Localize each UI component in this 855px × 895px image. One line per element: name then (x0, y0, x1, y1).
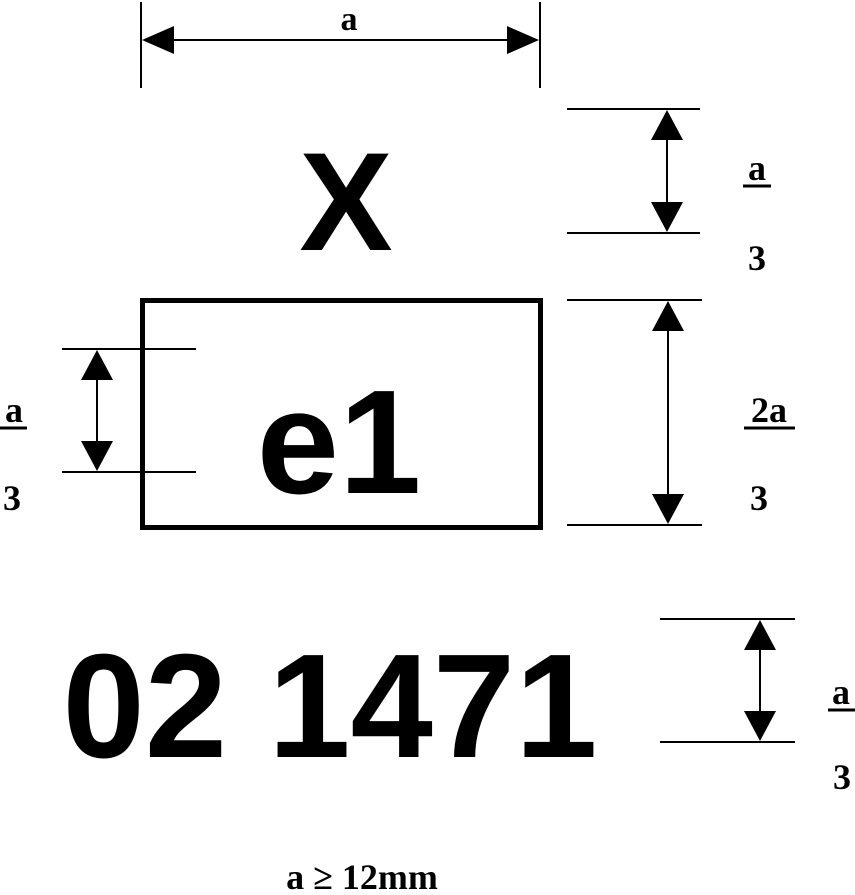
size-footnote: a ≥ 12mm (286, 857, 438, 895)
arrowhead-right (507, 26, 539, 54)
arrowhead-down (652, 494, 684, 524)
box-height-denominator: 3 (750, 478, 768, 518)
box-height-numerator: 2a (751, 390, 787, 430)
width-label: a (341, 1, 358, 38)
box-height-dimension: 2a 3 (567, 299, 795, 526)
arrowhead-down (744, 711, 776, 741)
arrowhead-up (651, 110, 683, 140)
arrowhead-down (81, 441, 113, 471)
mark-height-dimension: a 3 (0, 348, 196, 518)
letter-height-dimension: a 3 (567, 108, 771, 278)
arrowhead-down (651, 202, 683, 232)
number-height-denominator: 3 (833, 757, 851, 797)
marking-letter: X (299, 123, 392, 280)
arrowhead-up (81, 350, 113, 380)
arrowhead-up (652, 301, 684, 331)
width-dimension: a (140, 1, 541, 88)
approval-box (140, 298, 543, 530)
arrowhead-up (744, 620, 776, 650)
letter-height-denominator: 3 (748, 238, 766, 278)
letter-height-numerator: a (748, 148, 766, 188)
mark-height-numerator: a (5, 390, 23, 430)
number-height-dimension: a 3 (660, 618, 855, 797)
mark-height-denominator: 3 (3, 478, 21, 518)
approval-number: 02 1471 (63, 624, 598, 789)
number-height-numerator: a (832, 672, 850, 712)
approval-mark: e1 (257, 360, 422, 525)
arrowhead-left (142, 26, 174, 54)
